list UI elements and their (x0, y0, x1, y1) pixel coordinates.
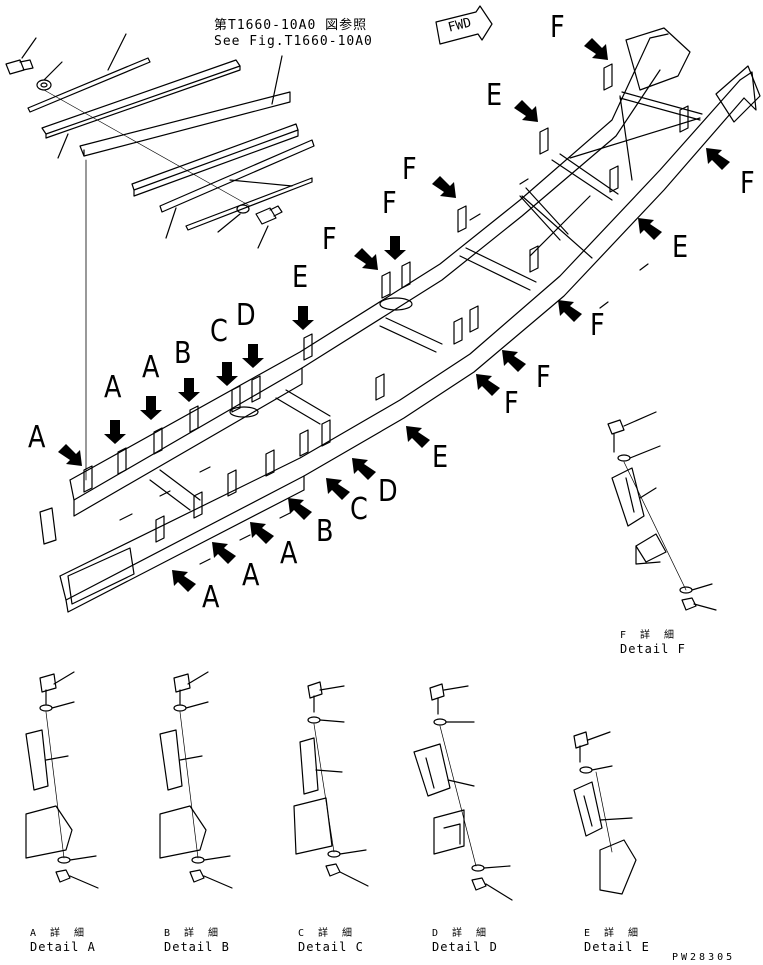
detail-e-drawing (573, 731, 637, 895)
callout-a-lower2: A (242, 558, 260, 593)
detail-a-caption-jp: A 詳 細 (30, 928, 89, 939)
callout-b-lower: B (316, 514, 334, 549)
detail-c-caption-en: Detail C (298, 940, 364, 954)
fwd-arrow-icon (435, 5, 493, 45)
detail-c-caption-jp: C 詳 細 (298, 928, 357, 939)
callout-f-mid2: F (382, 186, 397, 221)
callout-f-right3: F (536, 360, 551, 395)
callout-c-lower: C (350, 492, 368, 527)
callout-d-upper: D (236, 298, 256, 333)
detail-e-caption-en: Detail E (584, 940, 650, 954)
callout-f-right2: F (590, 308, 605, 343)
reference-note-jp: 第T1660-10A0 図参照 (214, 18, 368, 33)
reference-note-en: See Fig.T1660-10A0 (214, 34, 373, 49)
callout-f-left: F (322, 222, 337, 257)
callout-f-top: F (550, 10, 565, 45)
truck-frame (39, 27, 761, 613)
callout-f-right1: F (740, 166, 755, 201)
callout-a-lower3: A (202, 580, 220, 615)
callout-f-right4: F (504, 386, 519, 421)
detail-d-caption-jp: D 詳 細 (432, 928, 491, 939)
callout-a-upper2: A (104, 370, 122, 405)
detail-d-caption-en: Detail D (432, 940, 498, 954)
detail-b-caption-en: Detail B (164, 940, 230, 954)
detail-c-drawing (293, 681, 369, 887)
detail-a-drawing (25, 671, 99, 889)
frame-brackets (83, 63, 689, 543)
detail-b-caption-jp: B 詳 細 (164, 928, 223, 939)
callout-e-right: E (672, 230, 689, 265)
callout-e-upper: E (292, 260, 309, 295)
callout-e-top: E (486, 78, 503, 113)
callout-e-lower: E (432, 440, 449, 475)
callout-c-upper: C (210, 314, 228, 349)
exploded-plates (5, 33, 315, 481)
detail-a-caption-en: Detail A (30, 940, 96, 954)
detail-b-drawing (159, 671, 233, 889)
callout-d-lower: D (378, 474, 398, 509)
detail-f-caption-jp: F 詳 細 (620, 630, 679, 641)
detail-e-caption-jp: E 詳 細 (584, 928, 643, 939)
callout-a-upper1: A (142, 350, 160, 385)
callout-arrows (58, 38, 730, 592)
detail-f-drawing (607, 411, 717, 611)
callout-f-mid1: F (402, 152, 417, 187)
callout-b-upper: B (174, 336, 192, 371)
detail-f-caption-en: Detail F (620, 642, 686, 656)
callout-a-left: A (28, 420, 46, 455)
callout-a-lower1: A (280, 536, 298, 571)
drawing-code: PW28305 (672, 952, 736, 963)
detail-d-drawing (413, 683, 513, 901)
